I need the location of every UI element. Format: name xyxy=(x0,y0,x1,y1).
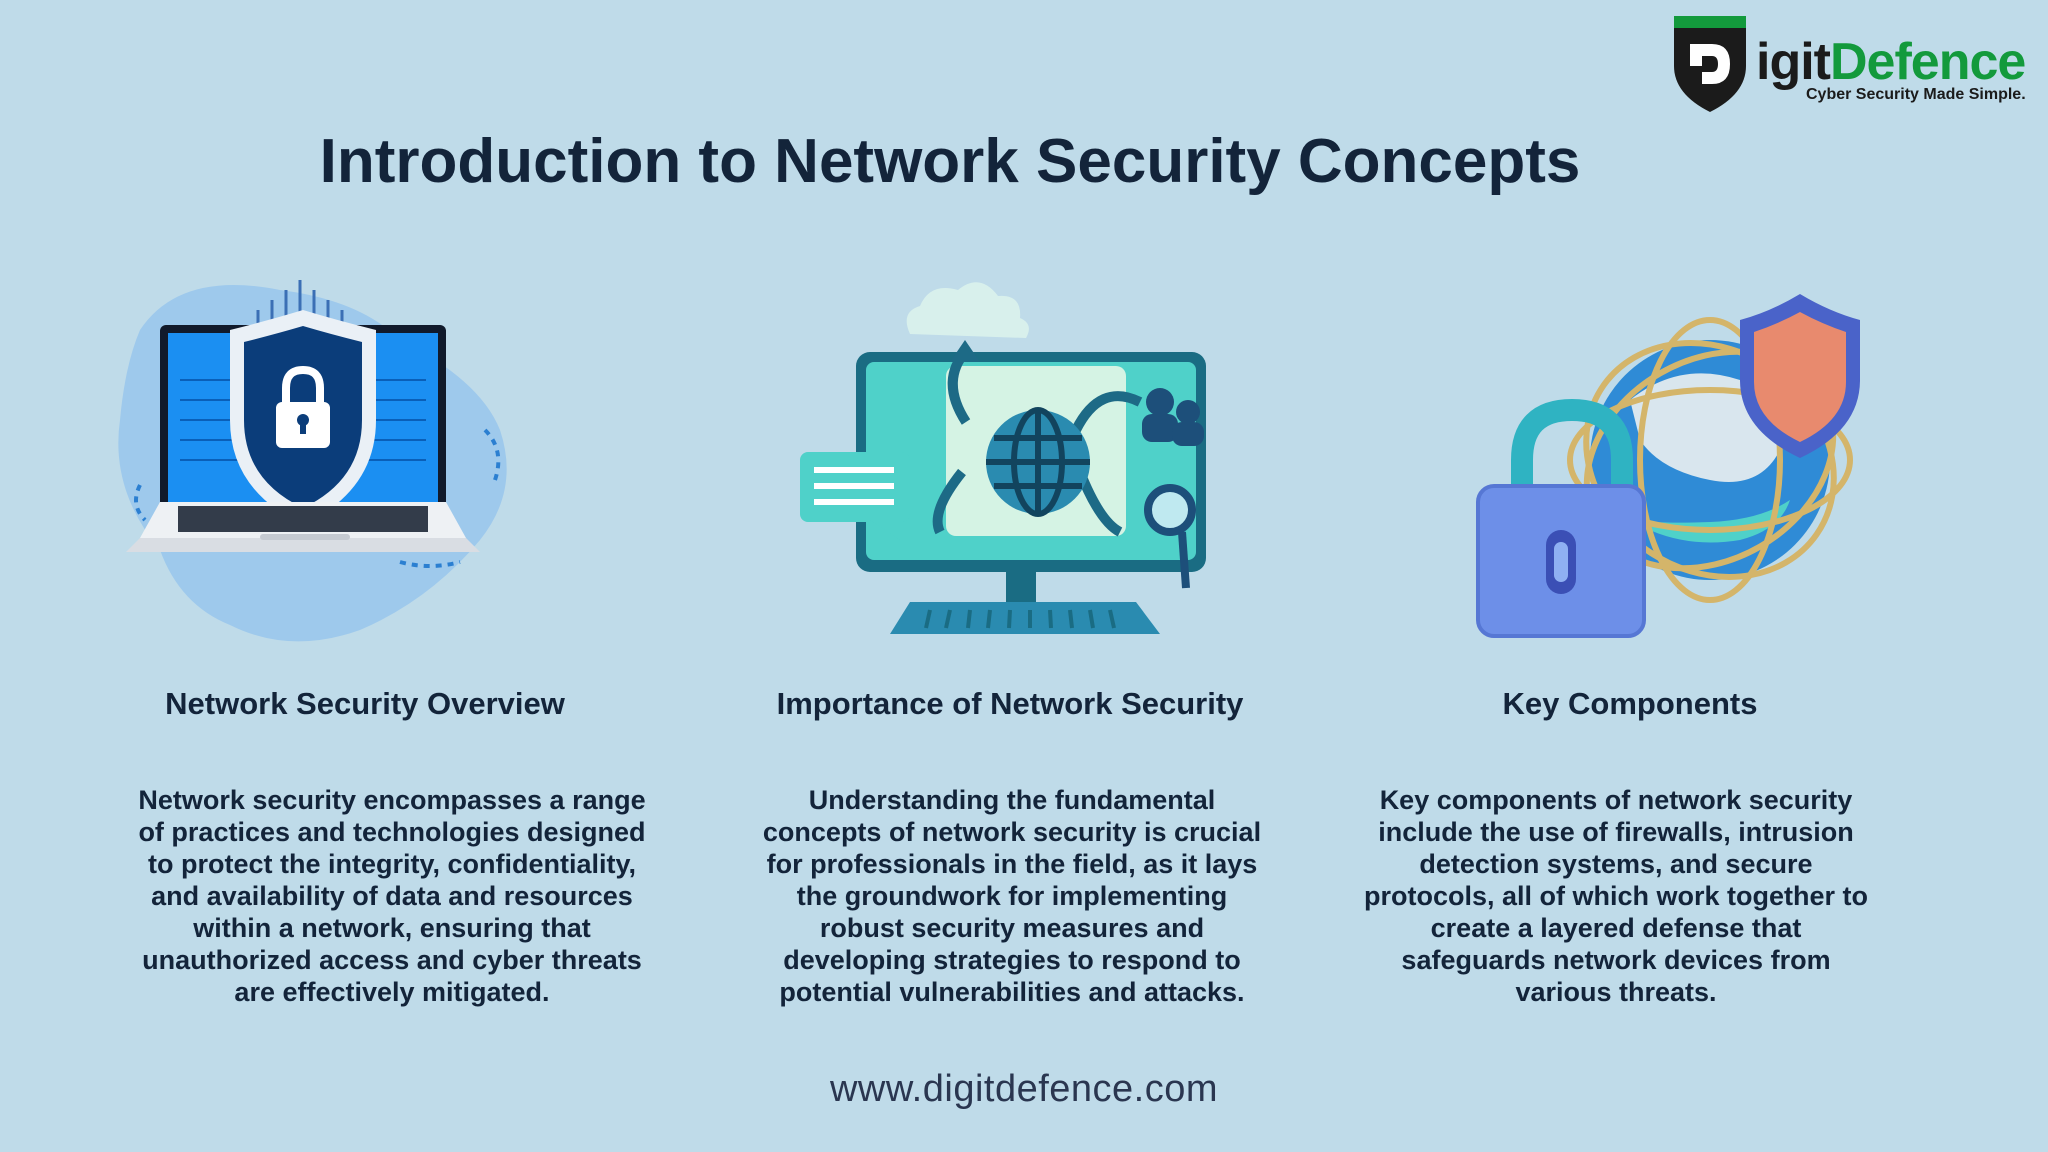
column-heading-components: Key Components xyxy=(1502,686,1758,721)
brand-logo: igitDefence Cyber Security Made Simple. xyxy=(1672,14,2032,114)
column-text-overview: Network security encompasses a range of … xyxy=(138,785,646,1007)
column-text-importance: Understanding the fundamental concepts o… xyxy=(762,785,1262,1007)
page-title: Introduction to Network Security Concept… xyxy=(319,127,1581,196)
column-heading-overview: Network Security Overview xyxy=(165,686,565,721)
monitor-globe-icon xyxy=(800,282,1206,634)
column-text-components: Key components of network security inclu… xyxy=(1363,785,1869,1007)
column-heading-importance: Importance of Network Security xyxy=(776,686,1244,721)
globe-lock-shield-icon xyxy=(1476,294,1860,638)
brand-tagline: Cyber Security Made Simple. xyxy=(1806,86,2026,103)
footer-url[interactable]: www.digitdefence.com xyxy=(829,1068,1219,1110)
brand-wordmark: igitDefence xyxy=(1756,33,2026,91)
laptop-shield-icon xyxy=(118,280,507,642)
shield-logo-icon xyxy=(1674,16,1746,112)
